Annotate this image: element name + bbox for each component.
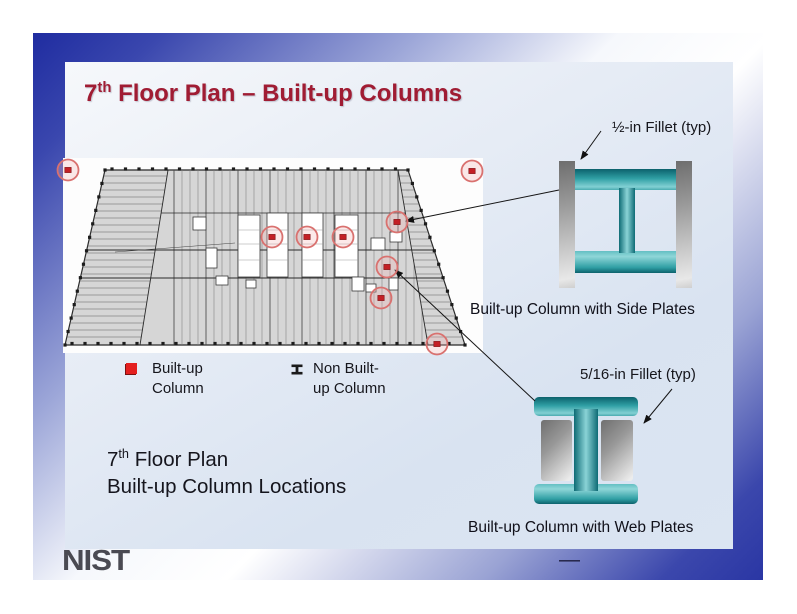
legend-non-built-up-label: Non Built-up Column	[313, 360, 386, 397]
legend-non-built-up-icon	[291, 362, 303, 380]
web-column-top-flange	[534, 397, 638, 416]
footer-caption: 7th Floor Plan Built-up Column Locations	[107, 446, 347, 498]
web-column-web	[574, 409, 598, 491]
side-column-bottom-flange	[575, 251, 676, 273]
fillet-label-web: 5/16-in Fillet (typ)	[580, 366, 696, 383]
caption-side-plates: Built-up Column with Side Plates	[470, 301, 695, 318]
nist-logo: NIST	[62, 545, 130, 577]
side-plate-left	[559, 161, 575, 288]
page-title: 7th Floor Plan – Built-up Columns	[84, 80, 463, 107]
web-column-bottom-flange	[534, 484, 638, 504]
side-column-web	[619, 188, 635, 253]
caption-web-plates: Built-up Column with Web Plates	[468, 519, 694, 536]
legend-built-up-marker	[126, 363, 137, 374]
side-column-top-flange	[575, 169, 676, 190]
web-plate-right	[601, 420, 633, 481]
web-plate-left	[541, 420, 572, 481]
fillet-label-side: ½-in Fillet (typ)	[612, 119, 712, 136]
side-plate-right	[676, 161, 692, 288]
page-number-dash: —	[559, 548, 580, 571]
